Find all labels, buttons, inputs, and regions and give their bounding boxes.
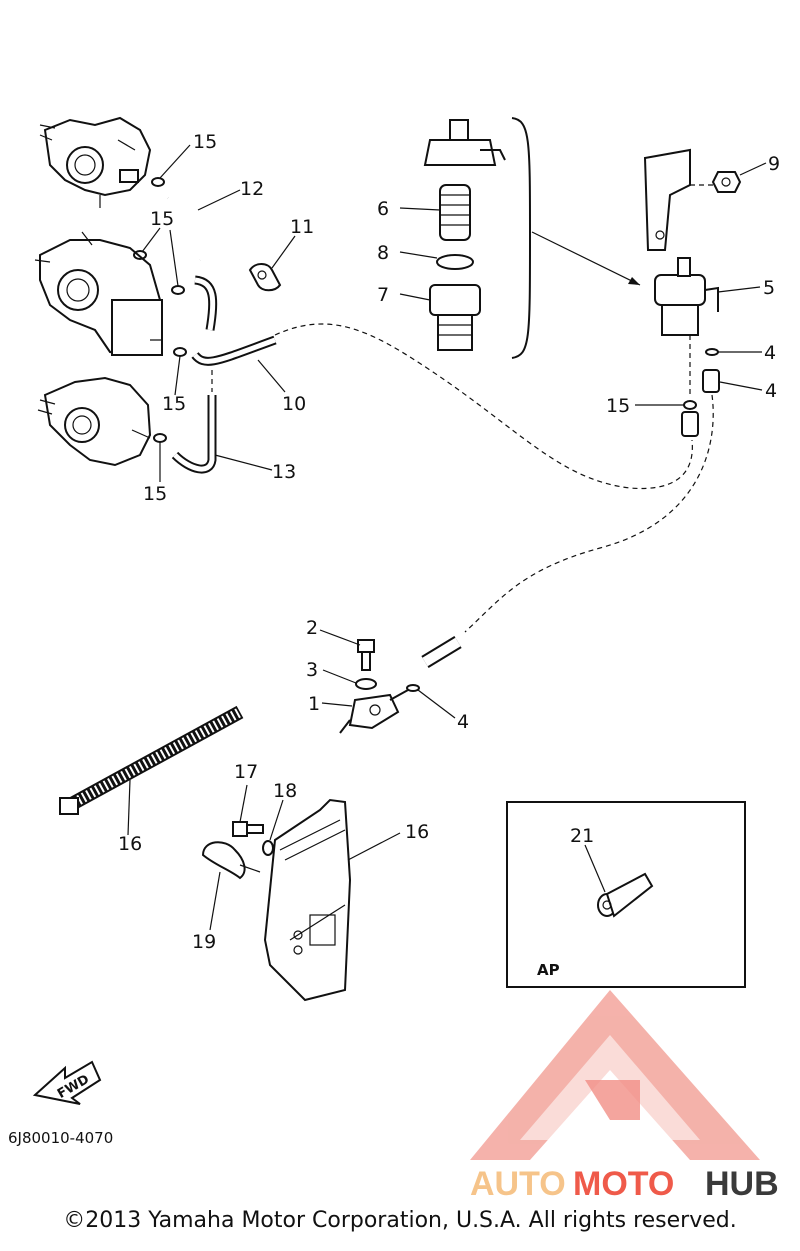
filter-cap: [423, 119, 506, 166]
washer-3: [355, 678, 377, 690]
watermark-moto: MOTO: [573, 1165, 674, 1203]
callout-1: 1: [308, 693, 320, 715]
filter-cup-8: [429, 284, 481, 351]
callout-8: 7: [377, 284, 389, 306]
watermark-hub: HUB: [705, 1165, 779, 1203]
callout-18: 17: [234, 761, 258, 783]
o-ring-9: [436, 254, 474, 270]
callout-4: 4: [764, 342, 776, 364]
hose-segment: [421, 636, 462, 668]
callout-15: 15: [606, 395, 630, 417]
watermark-brand: AUTO MOTO HUB: [470, 1165, 779, 1203]
callout-3: 3: [306, 659, 318, 681]
carburetor-middle: [34, 231, 163, 357]
callout-17: 16: [118, 833, 142, 855]
clip-4-upper: [705, 348, 719, 356]
callout-7: 6: [377, 198, 389, 220]
fwd-arrow: [32, 1060, 102, 1105]
callout-9: 8: [377, 242, 389, 264]
callout-4: 4: [457, 711, 469, 733]
hose-14: [171, 395, 217, 474]
callout-13: 12: [240, 178, 264, 200]
nut-10: [711, 171, 742, 193]
watermark-logo: [470, 990, 760, 1160]
callout-21: 21: [570, 825, 594, 847]
screw-2: [357, 639, 375, 671]
carburetor-bottom: [37, 376, 152, 467]
callout-16: 16: [405, 821, 429, 843]
hose-11: [191, 335, 277, 366]
copyright-notice: ©2013 Yamaha Motor Corporation, U.S.A. A…: [63, 1208, 737, 1233]
washer-19: [262, 840, 274, 856]
fuel-line-supply: [464, 394, 714, 633]
fitting-21: [597, 872, 654, 918]
leader-lines: [127, 144, 767, 931]
carburetor-top: [39, 116, 152, 208]
callout-15: 15: [150, 208, 174, 230]
fuel-joint-1: [339, 689, 409, 734]
joint-5: [702, 369, 720, 393]
callout-15: 15: [143, 483, 167, 505]
exploded-arrow-line: [531, 231, 641, 286]
exploded-view-bracket: [511, 117, 531, 359]
inset-box: [506, 801, 746, 988]
watermark-auto: AUTO: [470, 1165, 566, 1203]
fuel-line-return: [274, 323, 693, 490]
hose-13: [167, 195, 204, 261]
callout-19: 18: [273, 780, 297, 802]
callout-20: 19: [192, 931, 216, 953]
inset-ap-label: AP: [537, 961, 560, 979]
hose-connector-upper: [194, 275, 218, 331]
callout-6: 5: [763, 277, 775, 299]
filter-bracket: [643, 148, 691, 251]
cable-tie-17: [59, 705, 244, 815]
callouts: 15 12 15 11 15 10 13 15 6 8 7 9 5 4 4 15…: [8, 131, 780, 1147]
exploded-arrowhead: [628, 277, 640, 285]
clip-4-lower: [406, 684, 420, 692]
callout-14: 13: [272, 461, 296, 483]
bolt-18: [232, 821, 264, 837]
callout-5: 4: [765, 380, 777, 402]
filter-element-7: [439, 184, 471, 241]
callout-2: 2: [306, 617, 318, 639]
clamp-20: [201, 841, 261, 880]
callout-15: 15: [193, 131, 217, 153]
callout-12: 11: [290, 216, 314, 238]
part-code: 6J80010-4070: [8, 1129, 113, 1147]
fuel-filter-6: [654, 257, 719, 336]
clip-12: [248, 263, 282, 292]
callout-11: 10: [282, 393, 306, 415]
hose-stub: [681, 411, 699, 437]
callout-15: 15: [162, 393, 186, 415]
bracket-16: [263, 798, 352, 1002]
callout-10: 9: [768, 153, 780, 175]
